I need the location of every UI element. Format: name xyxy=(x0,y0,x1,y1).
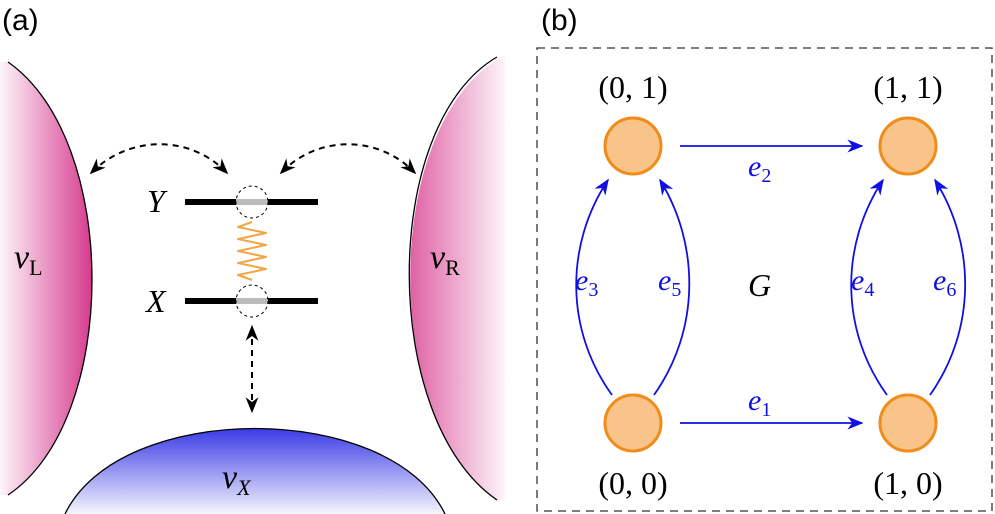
upper-site-circle xyxy=(235,185,269,219)
edge-label-e6: e6 xyxy=(933,264,956,301)
left-coupling-arrow xyxy=(89,143,229,175)
graph-frame xyxy=(536,47,993,512)
edge-e3 xyxy=(575,178,613,396)
edge-label-e3: e3 xyxy=(575,264,598,301)
bottom-reservoir-label: νX xyxy=(222,459,252,500)
node-1-0 xyxy=(878,393,938,453)
edge-e5 xyxy=(653,178,691,396)
left-reservoir xyxy=(0,61,93,496)
bottom-reservoir xyxy=(64,428,446,514)
node-1-1 xyxy=(878,116,938,176)
coupling-spring xyxy=(237,221,267,281)
lower-site-circle xyxy=(235,284,269,318)
graph-label: G xyxy=(748,267,771,303)
edge-label-e1: e1 xyxy=(748,384,771,421)
node-label-1-0: (1, 0) xyxy=(873,465,942,501)
edge-e6 xyxy=(929,178,967,396)
right-reservoir-label: νR xyxy=(430,239,460,280)
node-label-0-1: (0, 1) xyxy=(598,69,667,105)
node-0-1 xyxy=(603,116,663,176)
right-coupling-arrow xyxy=(279,143,417,175)
lower-level-label: X xyxy=(144,283,167,319)
panel-b-label: (b) xyxy=(541,4,578,37)
upper-level-label: Y xyxy=(147,183,168,219)
edge-label-e2: e2 xyxy=(748,150,771,187)
edge-label-e4: e4 xyxy=(851,264,874,301)
right-reservoir xyxy=(408,55,505,501)
left-reservoir-label: νL xyxy=(14,239,43,280)
node-label-1-1: (1, 1) xyxy=(873,69,942,105)
edge-e4 xyxy=(850,178,888,396)
edge-label-e5: e5 xyxy=(658,264,681,301)
panel-a-label: (a) xyxy=(2,4,39,37)
node-0-0 xyxy=(603,393,663,453)
node-label-0-0: (0, 0) xyxy=(598,465,667,501)
